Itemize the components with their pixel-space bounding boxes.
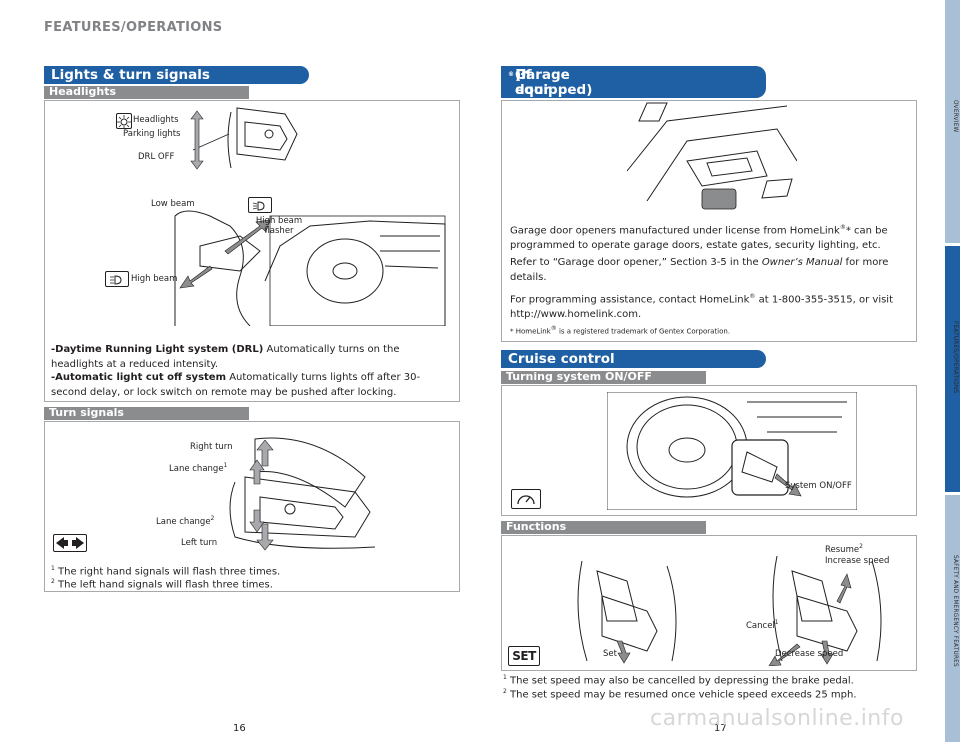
cruise-note-1-text: The set speed may also be cancelled by d… [510,675,854,687]
cruise-on-off-panel: System ON/OFF [501,385,917,516]
turn-note-1-text: The right hand signals will flash three … [58,566,281,578]
overhead-console-illustration [627,102,797,210]
drl-title: -Daytime Running Light system (DRL) [51,344,264,355]
page-number-right: 17 [714,723,727,734]
garage-p3-a: For programming assistance, contact Home… [510,294,750,306]
watermark: carmanualsonline.info [650,706,904,731]
turn-note-2: 2 The left hand signals will flash three… [51,578,273,591]
subsection-title-functions: Functions [506,520,567,533]
headlights-panel: Headlights Parking lights DRL OFF Low be… [44,100,460,402]
cruise-note-2-text: The set speed may be resumed once vehicl… [510,689,857,701]
garage-footnote-b: is a registered trademark of Gentex Corp… [556,327,731,336]
subsection-bar-headlights: Headlights [44,85,249,99]
side-tab-overview-label: OVERVIEW [952,100,958,133]
cruise-note-2: 2 The set speed may be resumed once vehi… [503,688,857,701]
label-drl-off: DRL OFF [138,152,175,162]
label-lane-change-1: Lane change1 [169,462,228,474]
garage-title-part2: )* [515,67,529,83]
label-parking-lights: Parking lights [123,129,181,139]
headlights-mode-icon [116,113,132,129]
set-icon: SET [508,646,540,666]
garage-p3-b: at 1-800-355-3515, or visit http://www.h… [510,294,894,320]
subsection-title-headlights: Headlights [49,85,117,98]
subsection-title-turn-signals: Turn signals [49,406,124,419]
section-title-cruise: Cruise control [508,351,615,367]
subsection-title-cruise-on-off: Turning system ON/OFF [506,370,652,383]
garage-footnote: * HomeLink® is a registered trademark of… [510,325,731,336]
label-set: Set [603,649,617,659]
label-increase-speed: Increase speed [825,556,890,566]
cruise-indicator-icon [511,489,541,509]
label-resume-text: Resume [825,544,860,555]
section-bar-lights: Lights & turn signals [44,66,309,84]
label-headlights: Headlights [133,115,179,125]
garage-paragraph-3: For programming assistance, contact Home… [510,293,894,320]
side-tab-overview[interactable]: OVERVIEW [945,0,960,243]
label-high-beam-flasher: High beam flasher [255,216,303,236]
cruise-stalk-illustration [768,556,882,666]
section-title-garage: Garage door opener (HomeLink®)*(if equip… [508,67,597,128]
auto-cutoff-description: -Automatic light cut off system Automati… [51,371,451,400]
page-number-left: 16 [233,723,246,734]
label-lane-change-1-text: Lane change [169,463,224,474]
sun-icon [117,115,131,129]
label-high-beam: High beam [131,274,178,284]
garage-paragraph-1: Garage door openers manufactured under l… [510,224,888,251]
speedometer-icon [517,495,535,505]
label-lane-change-2: Lane change2 [156,515,215,527]
subsection-bar-turn-signals: Turn signals [44,406,249,420]
turn-note-1: 1 The right hand signals will flash thre… [51,565,281,578]
garage-p2-c: for more details. [510,257,889,283]
drl-text: Automatically turns on the headlights at… [51,344,400,370]
label-decrease-speed: Decrease speed [775,649,844,659]
steering-wheel-illustration [607,392,857,510]
high-beam-icon [105,271,129,287]
side-tab-safety-label: SAFETY AND EMERGENCY FEATURES [952,555,958,667]
turn-note-2-text: The left hand signals will flash three t… [58,579,273,591]
left-right-arrows-icon [56,537,84,549]
garage-title-part3: (if equipped) [515,67,593,98]
subsection-bar-functions: Functions [501,520,706,534]
page-header: FEATURES/OPERATIONS [44,20,223,35]
side-tab-safety[interactable]: SAFETY AND EMERGENCY FEATURES [945,495,960,742]
garage-paragraph-2: Refer to “Garage door opener,” Section 3… [510,256,905,285]
garage-title-reg: ® [508,71,514,78]
headlight-selector-arrows [190,110,204,170]
side-tab-features[interactable]: FEATURES/OPERATIONS [945,246,960,492]
label-system-on-off: System ON/OFF [785,481,852,491]
turn-signal-icon [53,534,87,552]
label-lane-change-2-text: Lane change [156,516,211,527]
auto-cutoff-title: -Automatic light cut off system [51,372,227,383]
garage-p2-a: Refer to “Garage door opener,” Section 3… [510,257,762,268]
low-beam-icon [248,197,272,213]
garage-p2-owners-manual: Owner’s Manual [761,257,843,268]
label-right-turn: Right turn [190,442,233,452]
garage-p1-b: * can be programmed to operate garage do… [510,225,888,251]
section-bar-garage: Garage door opener (HomeLink®)*(if equip… [501,66,766,128]
garage-footnote-a: * HomeLink [510,327,551,336]
drl-description: -Daytime Running Light system (DRL) Auto… [51,343,451,372]
section-title-lights: Lights & turn signals [51,67,210,83]
cruise-note-1: 1 The set speed may also be cancelled by… [503,674,854,687]
turn-signals-panel: Right turn Lane change1 Lane change2 Lef… [44,421,460,592]
garage-p1-a: Garage door openers manufactured under l… [510,225,840,237]
section-bar-cruise: Cruise control [501,350,766,368]
cruise-functions-panel: Resume2 Increase speed Cancel1 Set Decre… [501,535,917,671]
label-cancel-text: Cancel [746,620,775,631]
auto-cutoff-text: Automatically turns lights off after 30-… [51,372,421,398]
set-stalk-illustration [577,561,677,664]
garage-panel: Garage door openers manufactured under l… [501,100,917,342]
label-cancel: Cancel1 [746,619,779,631]
beam-illustration [174,210,446,326]
subsection-bar-cruise-on-off: Turning system ON/OFF [501,370,706,384]
turn-signal-arrows [249,440,274,551]
label-resume: Resume2 [825,543,863,555]
side-tab-features-label: FEATURES/OPERATIONS [952,321,958,394]
label-left-turn: Left turn [181,538,218,548]
label-low-beam: Low beam [151,199,195,209]
